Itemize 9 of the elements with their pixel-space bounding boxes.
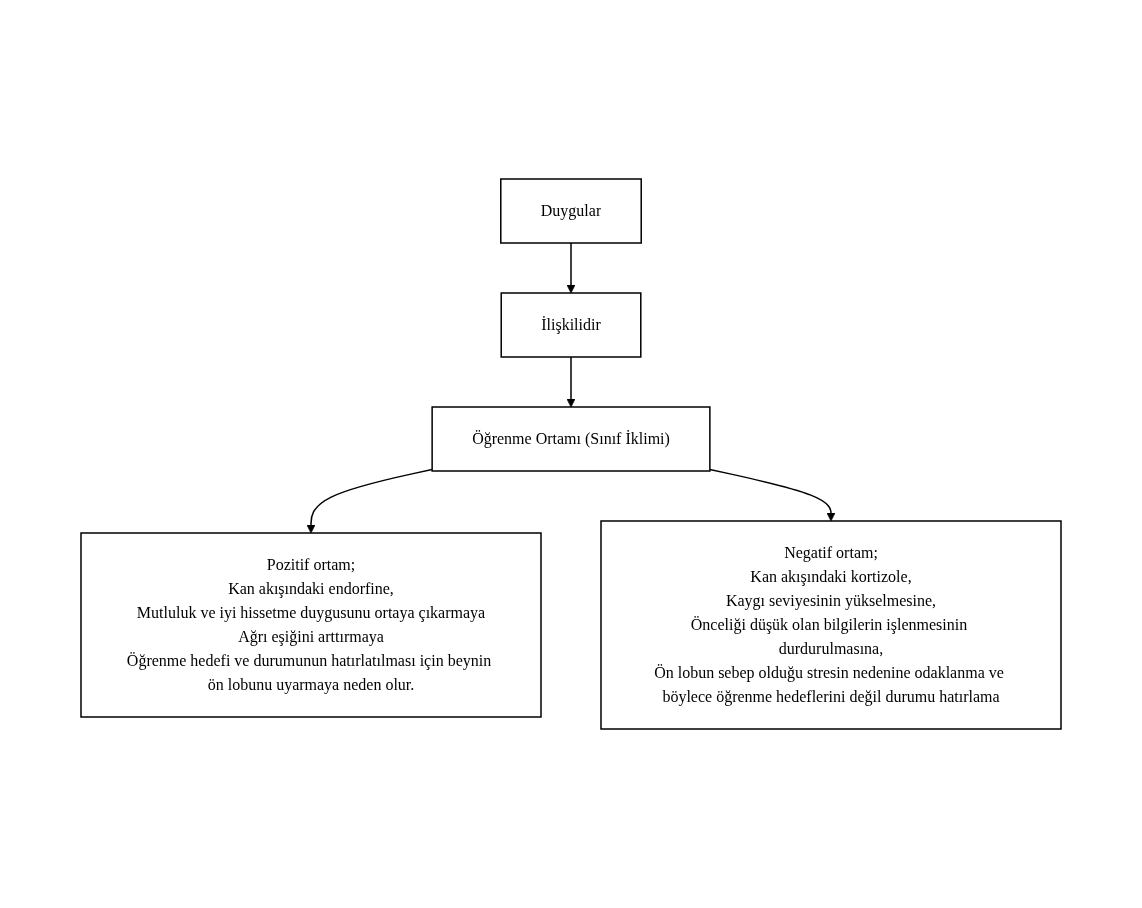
node-box: Öğrenme Ortamı (Sınıf İklimi) [431, 406, 711, 472]
node-box: Pozitif ortam; Kan akışındaki endorfine, Mutluluk ve iyi hissetme duygusunu ortaya çıkarmaya Ağrı eşiğini arttırmaya Öğrenme hedefi ve durumunun hatırlatılması için beynin ön lobunu uyarmaya neden olur. [80, 532, 542, 718]
arrow [566, 242, 576, 294]
node-box: Duygular [500, 178, 642, 244]
arrow [566, 356, 576, 408]
node-box: İlişkilidir [500, 292, 642, 358]
arrow [709, 468, 836, 522]
node-box: Negatif ortam; Kan akışındaki kortizole, Kaygı seviyesinin yükselmesine, Önceliği düşük olan bilgilerin işlenmesinin durdurulmasına, Ön lobun sebep olduğu stresin nedenine odaklanma ve böylece öğrenme hedeflerini değil durumu hatırlama [600, 520, 1062, 730]
arrow [306, 468, 433, 534]
